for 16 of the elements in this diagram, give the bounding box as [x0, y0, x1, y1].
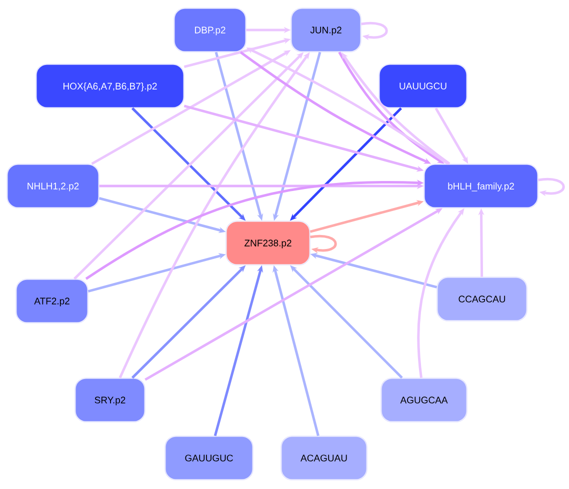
gene-node: ZNF238.p2	[225, 220, 311, 266]
gene-node: GAUUGUC	[164, 435, 254, 481]
gene-node: CCAGCAU	[436, 276, 528, 322]
gene-node: ATF2.p2	[15, 278, 89, 324]
gene-node: JUN.p2	[290, 7, 362, 53]
gene-node: bHLH_family.p2	[423, 163, 539, 209]
gene-node: UAUUGCU	[378, 63, 468, 109]
gene-node: SRY.p2	[74, 377, 146, 423]
gene-node: AGUGCAA	[380, 377, 468, 423]
arrow	[310, 234, 337, 254]
arrow	[361, 22, 388, 40]
gene-node: HOX{A6,A7,B6,B7}.p2	[35, 63, 185, 109]
gene-node: ACAGUAU	[280, 435, 368, 481]
gene-node: NHLH1,2.p2	[6, 163, 100, 209]
gene-node: DBP.p2	[173, 7, 247, 53]
arrow	[538, 178, 565, 196]
